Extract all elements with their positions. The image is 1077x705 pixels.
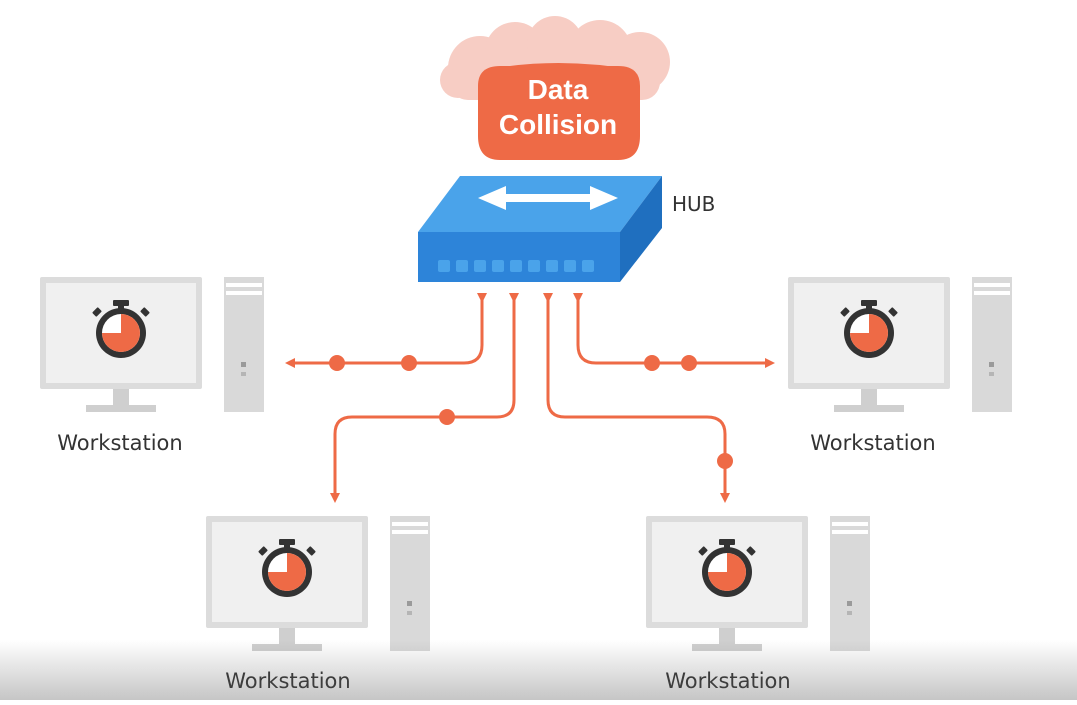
hub-label: HUB	[672, 192, 716, 216]
packet	[329, 355, 345, 371]
link-top-left	[285, 293, 487, 368]
desktop-computer-icon	[206, 516, 430, 651]
packet	[439, 409, 455, 425]
workstation-top-left	[40, 277, 264, 412]
link-bottom-left	[330, 293, 519, 503]
cloud-label-line-2: Collision	[498, 109, 618, 140]
bidirectional-arrow-icon	[478, 186, 618, 210]
workstation-bottom-right	[646, 516, 870, 651]
link-bottom-right	[543, 293, 730, 503]
workstation-label-bottom-right: Workstation	[665, 669, 791, 693]
network-hub-icon	[418, 176, 662, 282]
collision-badge	[478, 63, 640, 160]
desktop-computer-icon	[788, 277, 1012, 412]
cloud-label-line-1: Data	[527, 74, 589, 105]
packet	[644, 355, 660, 371]
packet	[401, 355, 417, 371]
packet	[717, 453, 733, 469]
workstation-label-bottom-left: Workstation	[225, 669, 351, 693]
data-packets	[329, 355, 733, 469]
desktop-computer-icon	[646, 516, 870, 651]
link-top-right	[573, 293, 775, 368]
workstation-label-top-left: Workstation	[57, 431, 183, 455]
workstation-top-right	[788, 277, 1012, 412]
packet	[681, 355, 697, 371]
desktop-computer-icon	[40, 277, 264, 412]
cloud-label: Data Collision	[478, 72, 638, 142]
hub-ports	[438, 260, 594, 272]
data-collision-cloud	[440, 16, 670, 160]
workstation-bottom-left	[206, 516, 430, 651]
workstation-label-top-right: Workstation	[810, 431, 936, 455]
connections	[285, 293, 775, 503]
